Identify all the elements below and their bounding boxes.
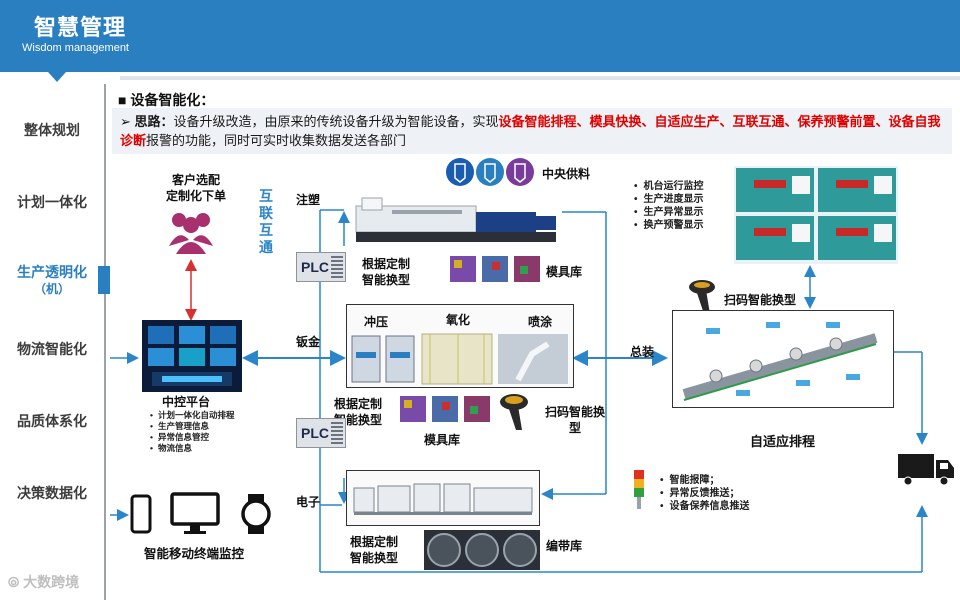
tape-library-label: 编带库 (546, 539, 583, 553)
scan-change-label-2: 扫码智能换型 (724, 293, 797, 307)
monitor-icon (170, 492, 220, 526)
header-banner: 智慧管理 Wisdom management (0, 0, 960, 72)
sheet-metal-label: 钣金 (296, 335, 321, 349)
nav-item-logistics[interactable]: 物流智能化 (17, 341, 87, 357)
alarm-list-item: 异常反馈推送； (660, 487, 750, 500)
signal-tower-icon (634, 470, 644, 509)
customer-group-icon (169, 213, 213, 254)
header-divider (120, 76, 960, 80)
nav-item-plan-integration[interactable]: 计划一体化 (17, 194, 87, 210)
nav-active-marker (98, 266, 110, 294)
customer-order-label: 客户选配 定制化下单 (165, 173, 226, 203)
process-stamping: 冲压 (364, 315, 389, 329)
injection-machine-image (355, 197, 556, 242)
scan-change-label-1: 扫码智能换 型 (544, 405, 605, 435)
electronics-label: 电子 (296, 495, 321, 509)
monitor-list-item: 机台运行监控 (634, 180, 704, 193)
truck-icon (898, 454, 954, 486)
section-title: ■ 设备智能化： (118, 92, 215, 108)
plc-unit-2: PLC (296, 418, 346, 448)
smt-line-image (353, 483, 533, 515)
header-notch (48, 72, 66, 82)
mold-library-label-1: 模具库 (546, 265, 583, 279)
control-center-screen (142, 320, 242, 392)
phone-icon (130, 494, 152, 534)
barcode-scanner-icon (500, 394, 528, 430)
central-platform-label: 中控平台 (162, 395, 211, 409)
watermark: ⦾ 大数跨境 (8, 574, 80, 590)
watch-icon (248, 494, 264, 502)
custom-change-label-1: 根据定制 智能换型 (362, 257, 411, 287)
platform-feature-item: 物流信息 (150, 443, 235, 454)
interconnect-label: 互联互通 (259, 188, 273, 255)
assembly-line-image (682, 322, 878, 401)
nav-item-overall-plan[interactable]: 整体规划 (24, 122, 80, 138)
plc-unit-1: PLC (296, 252, 346, 282)
alarm-feature-list: 智能报障； 异常反馈推送； 设备保养信息推送 (660, 474, 750, 513)
machine-dashboard-image (734, 166, 898, 264)
custom-change-label-2: 根据定制 智能换型 (334, 397, 383, 427)
platform-feature-item: 异常信息管控 (150, 432, 235, 443)
injection-label: 注塑 (296, 193, 321, 207)
nav-item-decision-data[interactable]: 决策数据化 (17, 485, 87, 501)
monitor-list-item: 生产异常显示 (634, 206, 704, 219)
nav-item-production-transparency[interactable]: 生产透明化 （机） (17, 264, 87, 296)
central-supply-icons (446, 158, 534, 186)
mold-set-image-2 (400, 396, 490, 422)
mobile-device-icons (130, 492, 271, 534)
machine-monitor-list: 机台运行监控 生产进度显示 生产异常显示 换产预警显示 (634, 180, 704, 232)
barcode-scanner-icon (689, 280, 715, 314)
nav-item-quality[interactable]: 品质体系化 (17, 413, 87, 429)
mold-library-label-2: 模具库 (424, 433, 461, 447)
monitor-list-item: 生产进度显示 (634, 193, 704, 206)
central-supply-label: 中央供料 (542, 167, 591, 181)
mold-set-image-1 (450, 256, 540, 282)
process-spraying: 喷涂 (528, 315, 553, 329)
alarm-list-item: 智能报障； (660, 474, 750, 487)
monitor-list-item: 换产预警显示 (634, 219, 704, 232)
assembly-label: 总装 (630, 345, 655, 359)
platform-feature-item: 计划一体化自动排程 (150, 410, 235, 421)
process-oxidation: 氧化 (446, 313, 471, 327)
page-title: 智慧管理 (34, 15, 127, 40)
adaptive-scheduling-label: 自适应排程 (750, 434, 816, 449)
tape-reel-image (424, 530, 540, 570)
platform-feature-item: 生产管理信息 (150, 421, 235, 432)
mobile-monitor-label: 智能移动终端监控 (144, 547, 245, 561)
custom-change-label-3: 根据定制 智能换型 (350, 535, 399, 565)
idea-box: ➢ 思路：设备升级改造，由原来的传统设备升级为智能设备，实现设备智能排程、模具快… (112, 108, 952, 154)
sheet-metal-machines-image (351, 333, 568, 385)
alarm-list-item: 设备保养信息推送 (660, 500, 750, 513)
page-subtitle: Wisdom management (22, 42, 129, 54)
platform-feature-list: 计划一体化自动排程 生产管理信息 异常信息管控 物流信息 (150, 410, 235, 454)
nav-timeline (104, 84, 106, 600)
